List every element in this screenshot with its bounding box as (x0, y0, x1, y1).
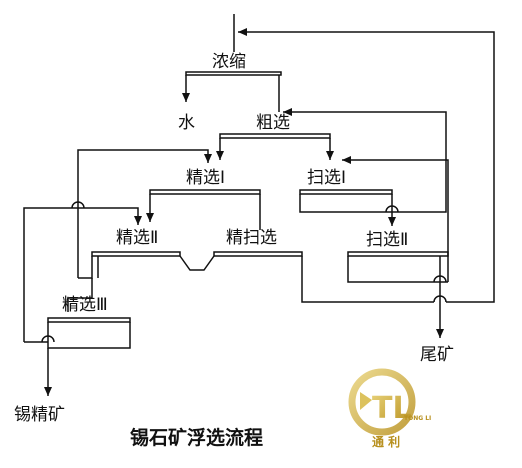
label-water: 水 (178, 113, 195, 133)
scav2-return-line (342, 156, 449, 282)
scavenger1-bar (299, 189, 393, 195)
cleaner3-bar (47, 317, 131, 323)
label-scavenger1: 扫选Ⅰ (307, 168, 346, 188)
hop-conc (41, 335, 55, 343)
label-cleaner1: 精选Ⅰ (186, 168, 225, 188)
scav1-return-line (283, 108, 447, 190)
hop-cleaner3 (71, 201, 85, 209)
cleanscav-tail-line (301, 256, 434, 303)
hop-cleanscav (433, 295, 447, 303)
thicken-bar (185, 71, 282, 76)
label-cleaner2: 精选Ⅱ (116, 228, 158, 248)
label-cleaner-scavenger: 精扫选 (226, 228, 277, 248)
brand-logo: TL TONG LI 通 利 (348, 368, 431, 449)
label-thicken: 浓缩 (212, 52, 246, 72)
cleaner-scavenger-bar (213, 251, 303, 257)
logo-ring (348, 368, 416, 436)
cleaner1-bar (149, 189, 261, 195)
label-rougher: 粗选 (256, 113, 290, 133)
label-scavenger2: 扫选Ⅱ (366, 230, 408, 250)
rougher-bar (219, 133, 331, 139)
cleaner3-return-line (23, 207, 142, 342)
label-cleaner3: 精选Ⅲ (62, 295, 108, 315)
cleaner2-bar (91, 251, 181, 257)
diagram-caption: 锡石矿浮选流程 (130, 426, 263, 449)
label-tailings: 尾矿 (420, 345, 454, 365)
cleaner2-to-cleaner3-line (67, 278, 93, 312)
logo-mark (360, 392, 372, 410)
thicken-unit (182, 14, 282, 112)
label-tin-concentrate: 锡精矿 (14, 405, 65, 425)
recycle-loop-line (238, 28, 495, 303)
scav2-outline (347, 256, 448, 283)
cleaner2-to-cleanscav-link (179, 255, 215, 271)
scavenger2-bar (347, 251, 449, 257)
logo-chinese: 通 利 (372, 434, 400, 449)
scav1-outline (299, 190, 447, 213)
logo-english: TONG LI (404, 415, 431, 422)
hop-scav2 (433, 275, 447, 283)
cleaner2-left-edge (78, 256, 93, 279)
hop-scav1 (385, 205, 399, 213)
cleaner2-return-line (77, 149, 212, 278)
cleaner3-outline (47, 322, 131, 349)
logo-letters: TL (372, 391, 412, 426)
